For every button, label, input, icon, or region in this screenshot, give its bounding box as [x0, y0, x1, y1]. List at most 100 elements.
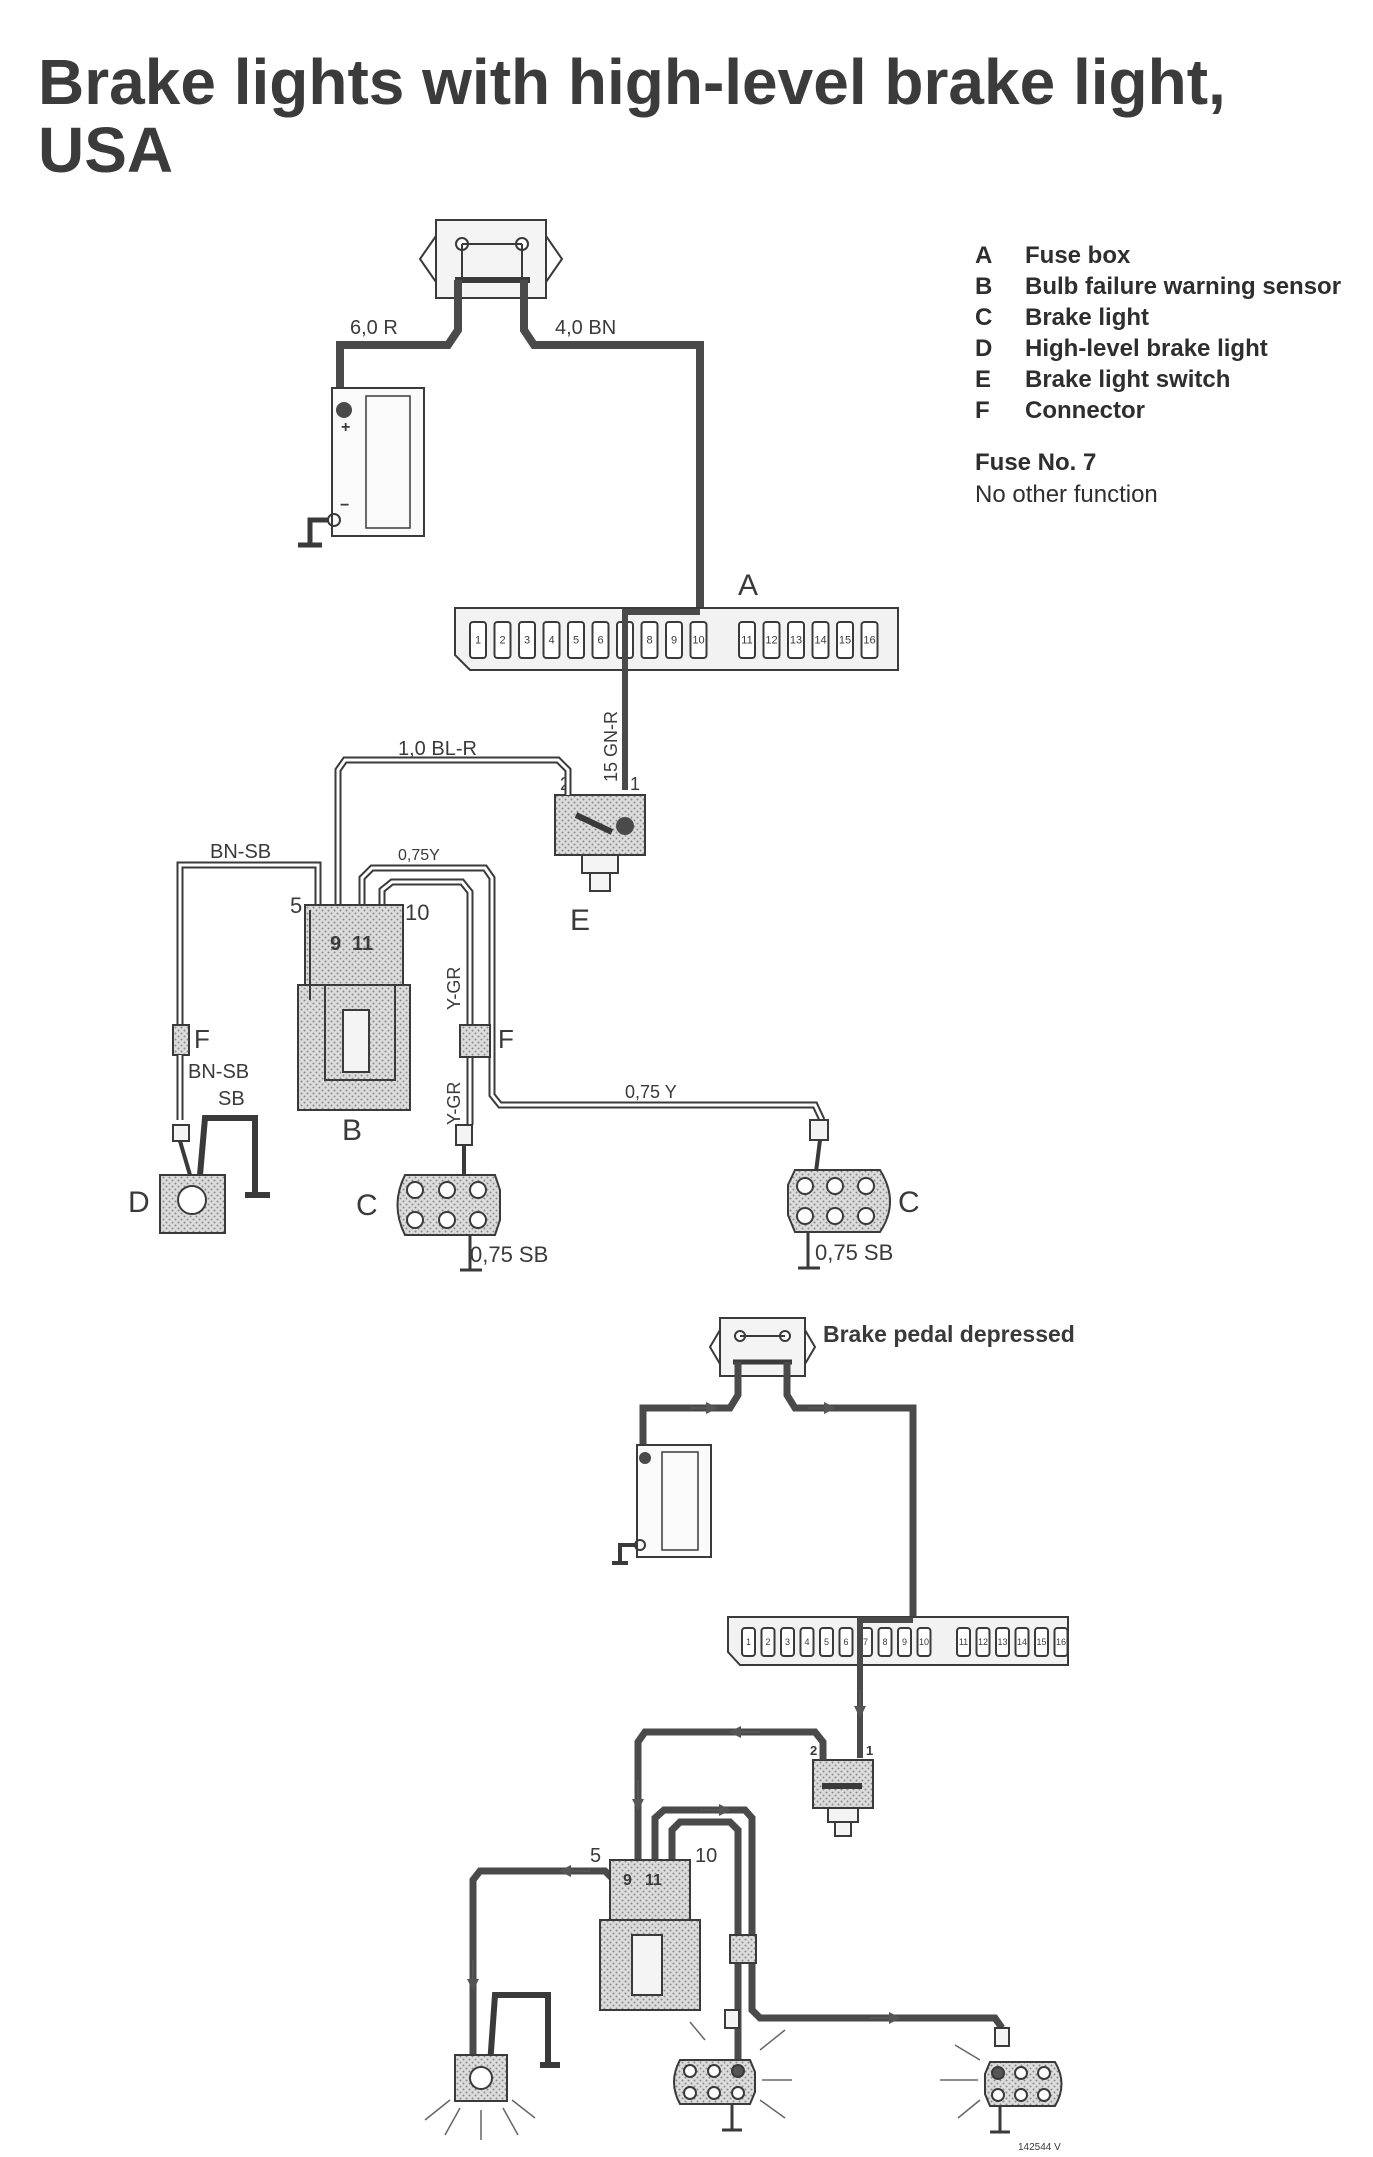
svg-text:15: 15	[839, 635, 851, 647]
svg-text:14: 14	[814, 635, 826, 647]
svg-text:14: 14	[1017, 1637, 1027, 1647]
label-wire-075y2: 0,75 Y	[625, 1082, 677, 1102]
fuse-9: 9	[897, 1627, 912, 1657]
svg-text:4: 4	[548, 635, 554, 647]
svg-text:15: 15	[1036, 1637, 1046, 1647]
state-caption: Brake pedal depressed	[823, 1321, 1075, 1347]
svg-text:10: 10	[919, 1637, 929, 1647]
pin-9-bottom: 9	[623, 1872, 632, 1889]
label-wire-bnsb2: BN-SB	[188, 1061, 249, 1083]
fuse-5: 5	[567, 621, 585, 659]
fuse-3: 3	[518, 621, 536, 659]
fuse-2: 2	[493, 621, 512, 659]
fuse-12: 12	[975, 1627, 991, 1657]
fuse-11: 11	[738, 621, 756, 659]
high-level-brake-light-d: D	[128, 1115, 270, 1234]
wire-60r	[336, 280, 462, 400]
label-wire-40bn: 4,0 BN	[555, 317, 616, 339]
fuse-1: 1	[469, 621, 487, 659]
label-e: E	[570, 904, 590, 937]
brake-light-c-left: 0,75 SB C	[356, 1124, 548, 1272]
svg-text:6: 6	[597, 635, 603, 647]
fuse-12: 12	[762, 621, 781, 659]
svg-text:9: 9	[671, 635, 677, 647]
label-wire-10blr: 1,0 BL-R	[398, 738, 477, 760]
plus-icon: +	[341, 419, 350, 436]
svg-text:8: 8	[646, 635, 652, 647]
pin-11-bottom: 11	[645, 1872, 662, 1889]
high-level-brake-light-2	[424, 1992, 560, 2140]
svg-text:6: 6	[843, 1637, 848, 1647]
fuse-10: 10	[916, 1627, 932, 1657]
svg-text:7: 7	[863, 1637, 868, 1647]
fuse-5: 5	[819, 1627, 834, 1657]
label-wire-075sb-right: 0,75 SB	[815, 1240, 893, 1265]
svg-text:16: 16	[863, 635, 875, 647]
page-title: Brake lights with high-level brake light…	[38, 46, 1226, 186]
fuse-11: 11	[956, 1627, 971, 1657]
label-c-left: C	[356, 1189, 378, 1222]
pin-1: 1	[630, 774, 640, 794]
fuse-15: 15	[1034, 1627, 1049, 1657]
ignition-switch	[418, 219, 564, 299]
svg-text:10: 10	[692, 635, 704, 647]
pin-11: 11	[352, 933, 373, 955]
label-f-right: F	[498, 1024, 514, 1054]
ignition-switch-2	[708, 1317, 817, 1377]
pin-2-bottom: 2	[810, 1743, 817, 1758]
label-wire-bnsb: BN-SB	[210, 841, 271, 863]
pin-5-bottom: 5	[590, 1845, 601, 1867]
svg-text:3: 3	[785, 1637, 790, 1647]
pin-1-bottom: 1	[866, 1743, 873, 1758]
label-wire-075sb-left: 0,75 SB	[470, 1242, 548, 1267]
pin-9: 9	[330, 933, 341, 955]
fuse-9: 9	[665, 621, 683, 659]
brake-light-c-right: 0,75 SB C	[787, 1119, 920, 1270]
svg-text:12: 12	[765, 635, 777, 647]
label-a: A	[738, 569, 758, 602]
svg-text:5: 5	[573, 635, 579, 647]
fuse-16: 16	[860, 621, 879, 659]
bulb-failure-sensor-b: 5 9 11 10 B	[290, 893, 429, 1147]
pin-5: 5	[290, 893, 302, 918]
fuse-16: 16	[1053, 1627, 1069, 1657]
pin-10: 10	[405, 900, 429, 925]
fuse-10: 10	[689, 621, 708, 659]
bulb-failure-sensor-2: 5 9 11 10	[590, 1845, 717, 2011]
connector-f-left	[172, 1024, 190, 1056]
battery: + −	[298, 387, 425, 548]
minus-icon: −	[340, 497, 349, 514]
fuse-6: 6	[838, 1627, 854, 1657]
brake-light-switch-2: 2 1	[810, 1743, 874, 1837]
fuse-13: 13	[995, 1627, 1010, 1657]
fuse-15: 15	[836, 621, 854, 659]
battery-2	[612, 1444, 712, 1565]
label-wire-ygr: Y-GR	[444, 967, 464, 1010]
svg-text:13: 13	[997, 1637, 1007, 1647]
wire-40bn	[520, 280, 704, 615]
label-f-left: F	[194, 1024, 210, 1054]
brake-light-switch-e: 2 1 E	[554, 774, 646, 937]
svg-text:2: 2	[499, 635, 505, 647]
label-d: D	[128, 1186, 150, 1219]
fuse-note: Fuse No. 7 No other function	[975, 447, 1158, 511]
fuse-function: No other function	[975, 481, 1158, 508]
svg-text:11: 11	[959, 1637, 968, 1647]
label-wire-60r: 6,0 R	[350, 317, 398, 339]
svg-text:16: 16	[1056, 1637, 1066, 1647]
brake-light-2-right	[940, 2027, 1063, 2134]
fuse-8: 8	[640, 621, 659, 659]
fuse-14: 14	[1014, 1627, 1030, 1657]
fuse-14: 14	[811, 621, 830, 659]
svg-text:2: 2	[765, 1637, 770, 1647]
svg-text:1: 1	[475, 635, 481, 647]
fuse-4: 4	[542, 621, 561, 659]
